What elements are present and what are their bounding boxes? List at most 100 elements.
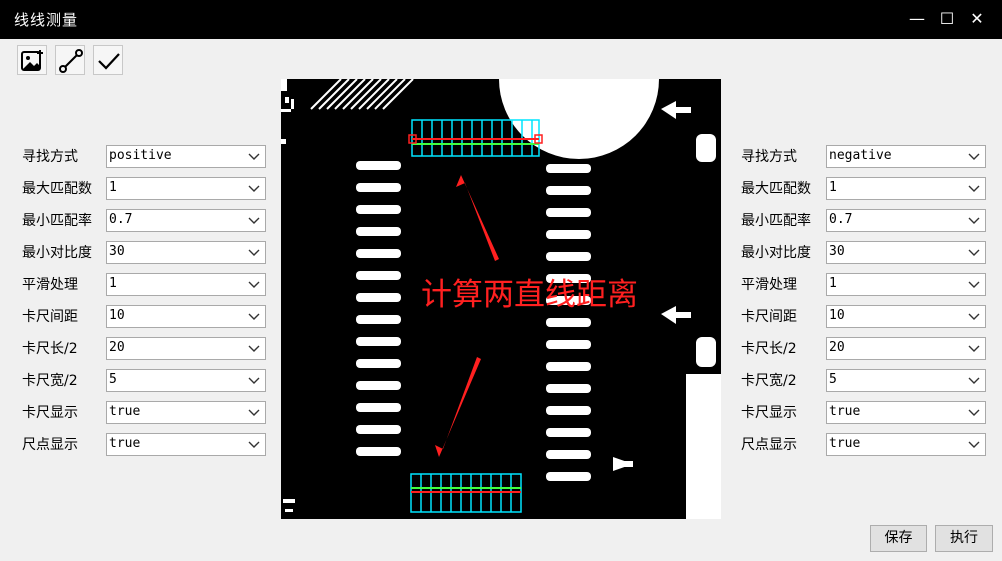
chevron-down-icon[interactable]	[248, 405, 260, 424]
param-select[interactable]: 5	[106, 369, 266, 392]
param-label: 卡尺显示	[22, 405, 78, 421]
param-select[interactable]: negative	[826, 145, 986, 168]
param-value: true	[829, 404, 861, 419]
param-value: 30	[109, 244, 125, 259]
param-label: 平滑处理	[22, 277, 78, 293]
chevron-down-icon[interactable]	[968, 245, 980, 264]
param-value: 0.7	[109, 212, 133, 227]
param-select[interactable]: 1	[826, 273, 986, 296]
top-end-marker	[534, 134, 543, 144]
white-circle-region	[499, 79, 659, 159]
param-label: 卡尺长/2	[22, 341, 78, 357]
chevron-down-icon[interactable]	[968, 213, 980, 232]
chevron-down-icon[interactable]	[968, 277, 980, 296]
right-side-marks	[613, 101, 721, 519]
param-select[interactable]: 1	[106, 177, 266, 200]
param-value: 1	[109, 180, 117, 195]
param-select[interactable]: true	[106, 401, 266, 424]
chevron-down-icon[interactable]	[968, 149, 980, 168]
param-value: 30	[829, 244, 845, 259]
chevron-down-icon[interactable]	[968, 309, 980, 328]
param-select[interactable]: 0.7	[826, 209, 986, 232]
param-value: 5	[829, 372, 837, 387]
param-label: 卡尺宽/2	[22, 373, 78, 389]
param-value: 1	[829, 276, 837, 291]
param-value: positive	[109, 148, 172, 163]
confirm-button[interactable]	[93, 45, 123, 75]
param-select[interactable]: true	[106, 433, 266, 456]
arrow-up-icon	[456, 175, 499, 261]
chevron-down-icon[interactable]	[248, 149, 260, 168]
minimize-button[interactable]: —	[909, 9, 925, 28]
param-value: 20	[829, 340, 845, 355]
chevron-down-icon[interactable]	[248, 373, 260, 392]
chevron-down-icon[interactable]	[248, 437, 260, 456]
param-select[interactable]: 1	[826, 177, 986, 200]
draw-line-button[interactable]	[55, 45, 85, 75]
title-bar: 线线测量 — ☐ ✕	[0, 0, 1002, 39]
chevron-down-icon[interactable]	[248, 245, 260, 264]
param-label: 最小匹配率	[22, 213, 92, 229]
checkmark-icon	[98, 53, 120, 70]
param-select[interactable]: 20	[826, 337, 986, 360]
right-pad-column	[546, 164, 591, 481]
save-button[interactable]: 保存	[870, 525, 927, 552]
param-select[interactable]: true	[826, 433, 986, 456]
chevron-down-icon[interactable]	[248, 181, 260, 200]
param-select[interactable]: 10	[826, 305, 986, 328]
param-select[interactable]: 30	[106, 241, 266, 264]
annotation-label: 计算两直线距离	[421, 277, 638, 313]
param-select[interactable]: 30	[826, 241, 986, 264]
chevron-down-icon[interactable]	[248, 341, 260, 360]
add-image-icon	[21, 50, 43, 71]
chevron-down-icon[interactable]	[968, 437, 980, 456]
param-label: 卡尺长/2	[741, 341, 797, 357]
param-select[interactable]: 20	[106, 337, 266, 360]
param-value: 10	[829, 308, 845, 323]
param-label: 卡尺显示	[741, 405, 797, 421]
param-value: 1	[109, 276, 117, 291]
param-select[interactable]: true	[826, 401, 986, 424]
param-label: 最小匹配率	[741, 213, 811, 229]
param-select[interactable]: 1	[106, 273, 266, 296]
param-label: 寻找方式	[741, 149, 797, 165]
run-button[interactable]: 执行	[935, 525, 993, 552]
param-select[interactable]: positive	[106, 145, 266, 168]
param-value: true	[109, 404, 141, 419]
chevron-down-icon[interactable]	[248, 277, 260, 296]
param-value: 5	[109, 372, 117, 387]
param-label: 卡尺宽/2	[741, 373, 797, 389]
chevron-down-icon[interactable]	[968, 373, 980, 392]
param-value: 0.7	[829, 212, 853, 227]
chevron-down-icon[interactable]	[968, 405, 980, 424]
param-label: 尺点显示	[22, 437, 78, 453]
window-title: 线线测量	[14, 11, 79, 29]
param-label: 最大匹配数	[741, 181, 811, 197]
param-value: 1	[829, 180, 837, 195]
param-value: true	[829, 436, 861, 451]
param-label: 最小对比度	[741, 245, 811, 261]
param-label: 尺点显示	[741, 437, 797, 453]
param-label: 最小对比度	[22, 245, 92, 261]
param-value: true	[109, 436, 141, 451]
maximize-button[interactable]: ☐	[939, 9, 955, 28]
pcb-image	[281, 79, 721, 519]
param-label: 寻找方式	[22, 149, 78, 165]
image-view[interactable]: 计算两直线距离	[281, 79, 721, 519]
left-pad-column	[356, 161, 401, 456]
param-select[interactable]: 0.7	[106, 209, 266, 232]
param-label: 平滑处理	[741, 277, 797, 293]
param-value: 20	[109, 340, 125, 355]
param-select[interactable]: 10	[106, 305, 266, 328]
param-select[interactable]: 5	[826, 369, 986, 392]
close-button[interactable]: ✕	[970, 9, 984, 28]
chevron-down-icon[interactable]	[968, 181, 980, 200]
chevron-down-icon[interactable]	[968, 341, 980, 360]
chevron-down-icon[interactable]	[248, 213, 260, 232]
chevron-down-icon[interactable]	[248, 309, 260, 328]
param-label: 卡尺间距	[741, 309, 797, 325]
add-image-button[interactable]	[17, 45, 47, 75]
param-label: 卡尺间距	[22, 309, 78, 325]
top-left-diagonals	[310, 79, 414, 110]
top-start-marker	[408, 134, 417, 144]
